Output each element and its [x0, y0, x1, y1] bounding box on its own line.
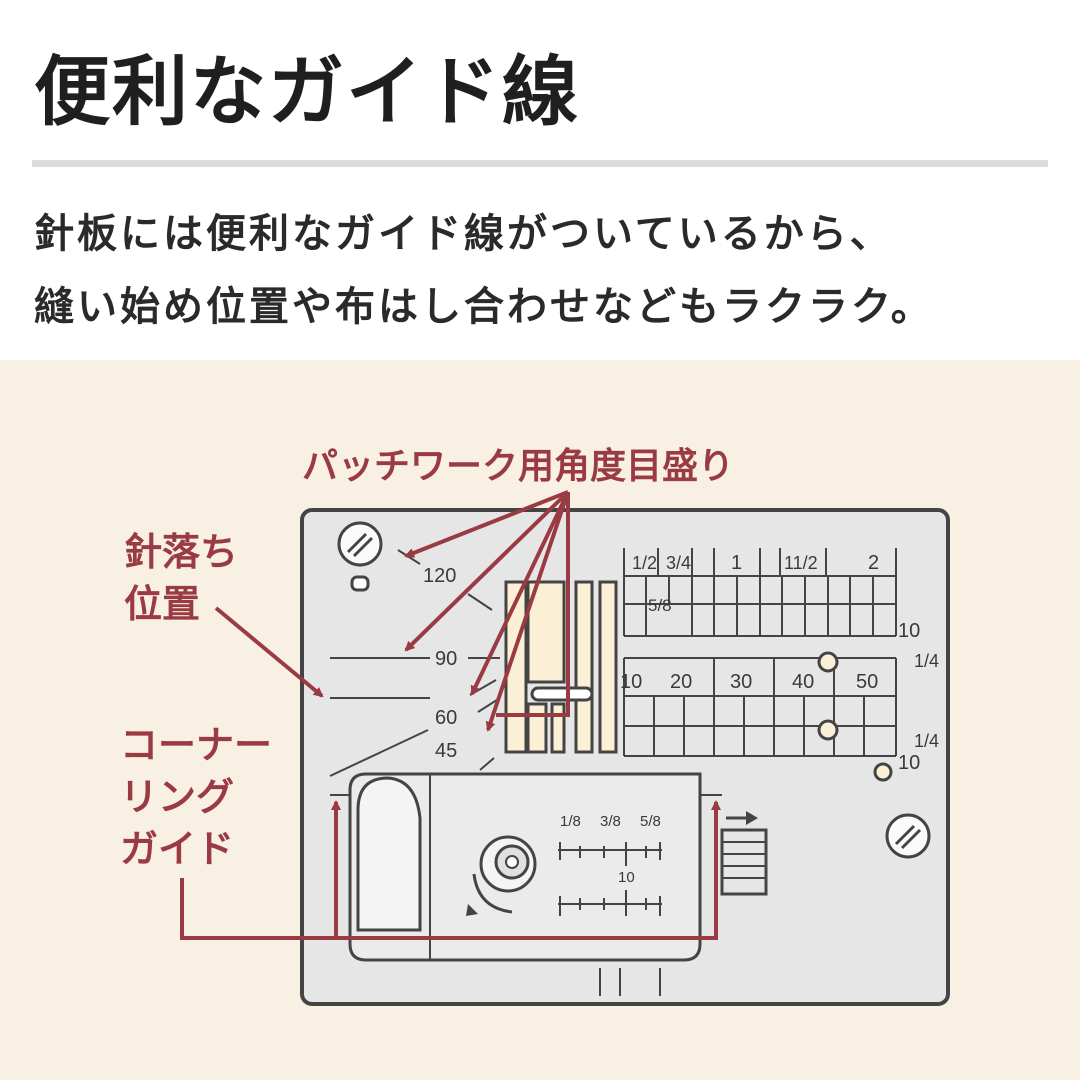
description: 針板には便利なガイド線がついているから、 縫い始め位置や布はし合わせなどもラクラ…	[34, 198, 1054, 344]
cornering-label-1: コーナー	[120, 723, 272, 767]
needle-drop-arrow	[214, 606, 324, 698]
feed-dog-slots	[504, 580, 618, 754]
inch-grid	[623, 548, 897, 637]
title-divider	[32, 160, 1048, 167]
screw-icon	[885, 813, 931, 859]
angle-mark-60: 60	[435, 707, 457, 729]
angle-guide-arrows	[404, 490, 570, 732]
right-mark-10: 10	[898, 620, 920, 642]
cornering-label-2: リング	[120, 775, 234, 819]
description-line-1: 針板には便利なガイド線がついているから、	[34, 211, 893, 257]
page-title: 便利なガイド線	[34, 47, 580, 136]
cornering-arrow-right	[182, 800, 721, 940]
cornering-label-3: ガイド	[120, 827, 234, 871]
marker-hole	[817, 651, 839, 673]
metric-mark-20: 20	[670, 671, 692, 693]
cover-mark-3-8: 3/8	[600, 813, 621, 830]
needle-hole	[530, 686, 594, 702]
needle-drop-label-1: 針落ち	[124, 530, 238, 574]
right-mark-quarter: 1/4	[914, 651, 939, 671]
cover-mark-1-8: 1/8	[560, 813, 581, 830]
small-hole	[350, 575, 370, 592]
bobbin-icon	[466, 835, 537, 916]
screw-icon	[337, 521, 383, 567]
metric-grid	[623, 657, 897, 757]
right-mark-10-2: 10	[898, 752, 920, 774]
slide-arrow-icon	[746, 811, 758, 825]
metric-mark-30: 30	[730, 671, 752, 693]
cover-grip	[720, 828, 768, 896]
cover-mark-10: 10	[618, 869, 635, 886]
cover-release-tab	[356, 776, 422, 932]
right-mark-quarter-2: 1/4	[914, 731, 939, 751]
angle-mark-120: 120	[423, 565, 456, 587]
metric-mark-10: 10	[620, 671, 642, 693]
metric-mark-40: 40	[792, 671, 814, 693]
inch-mark-one-half: 11/2	[784, 553, 818, 573]
inch-mark-five-eighths: 5/8	[648, 596, 672, 615]
description-line-2: 縫い始め位置や布はし合わせなどもラクラク。	[34, 284, 934, 330]
marker-hole	[873, 762, 893, 782]
angle-guide-label: パッチワーク用角度目盛り	[302, 446, 734, 487]
inch-mark-one: 1	[731, 552, 742, 574]
angle-mark-45: 45	[435, 740, 457, 762]
cover-scale	[558, 842, 662, 916]
inch-mark-two: 2	[868, 552, 879, 574]
inch-mark-half: 1/2	[632, 553, 657, 573]
metric-mark-50: 50	[856, 671, 878, 693]
header: 便利なガイド線 針板には便利なガイド線がついているから、 縫い始め位置や布はし合…	[0, 0, 1080, 360]
marker-hole	[817, 719, 839, 741]
inch-mark-three-quarter: 3/4	[666, 553, 691, 573]
cover-mark-5-8: 5/8	[640, 813, 661, 830]
angle-mark-90: 90	[435, 648, 457, 670]
needle-drop-label-2: 位置	[124, 582, 200, 626]
